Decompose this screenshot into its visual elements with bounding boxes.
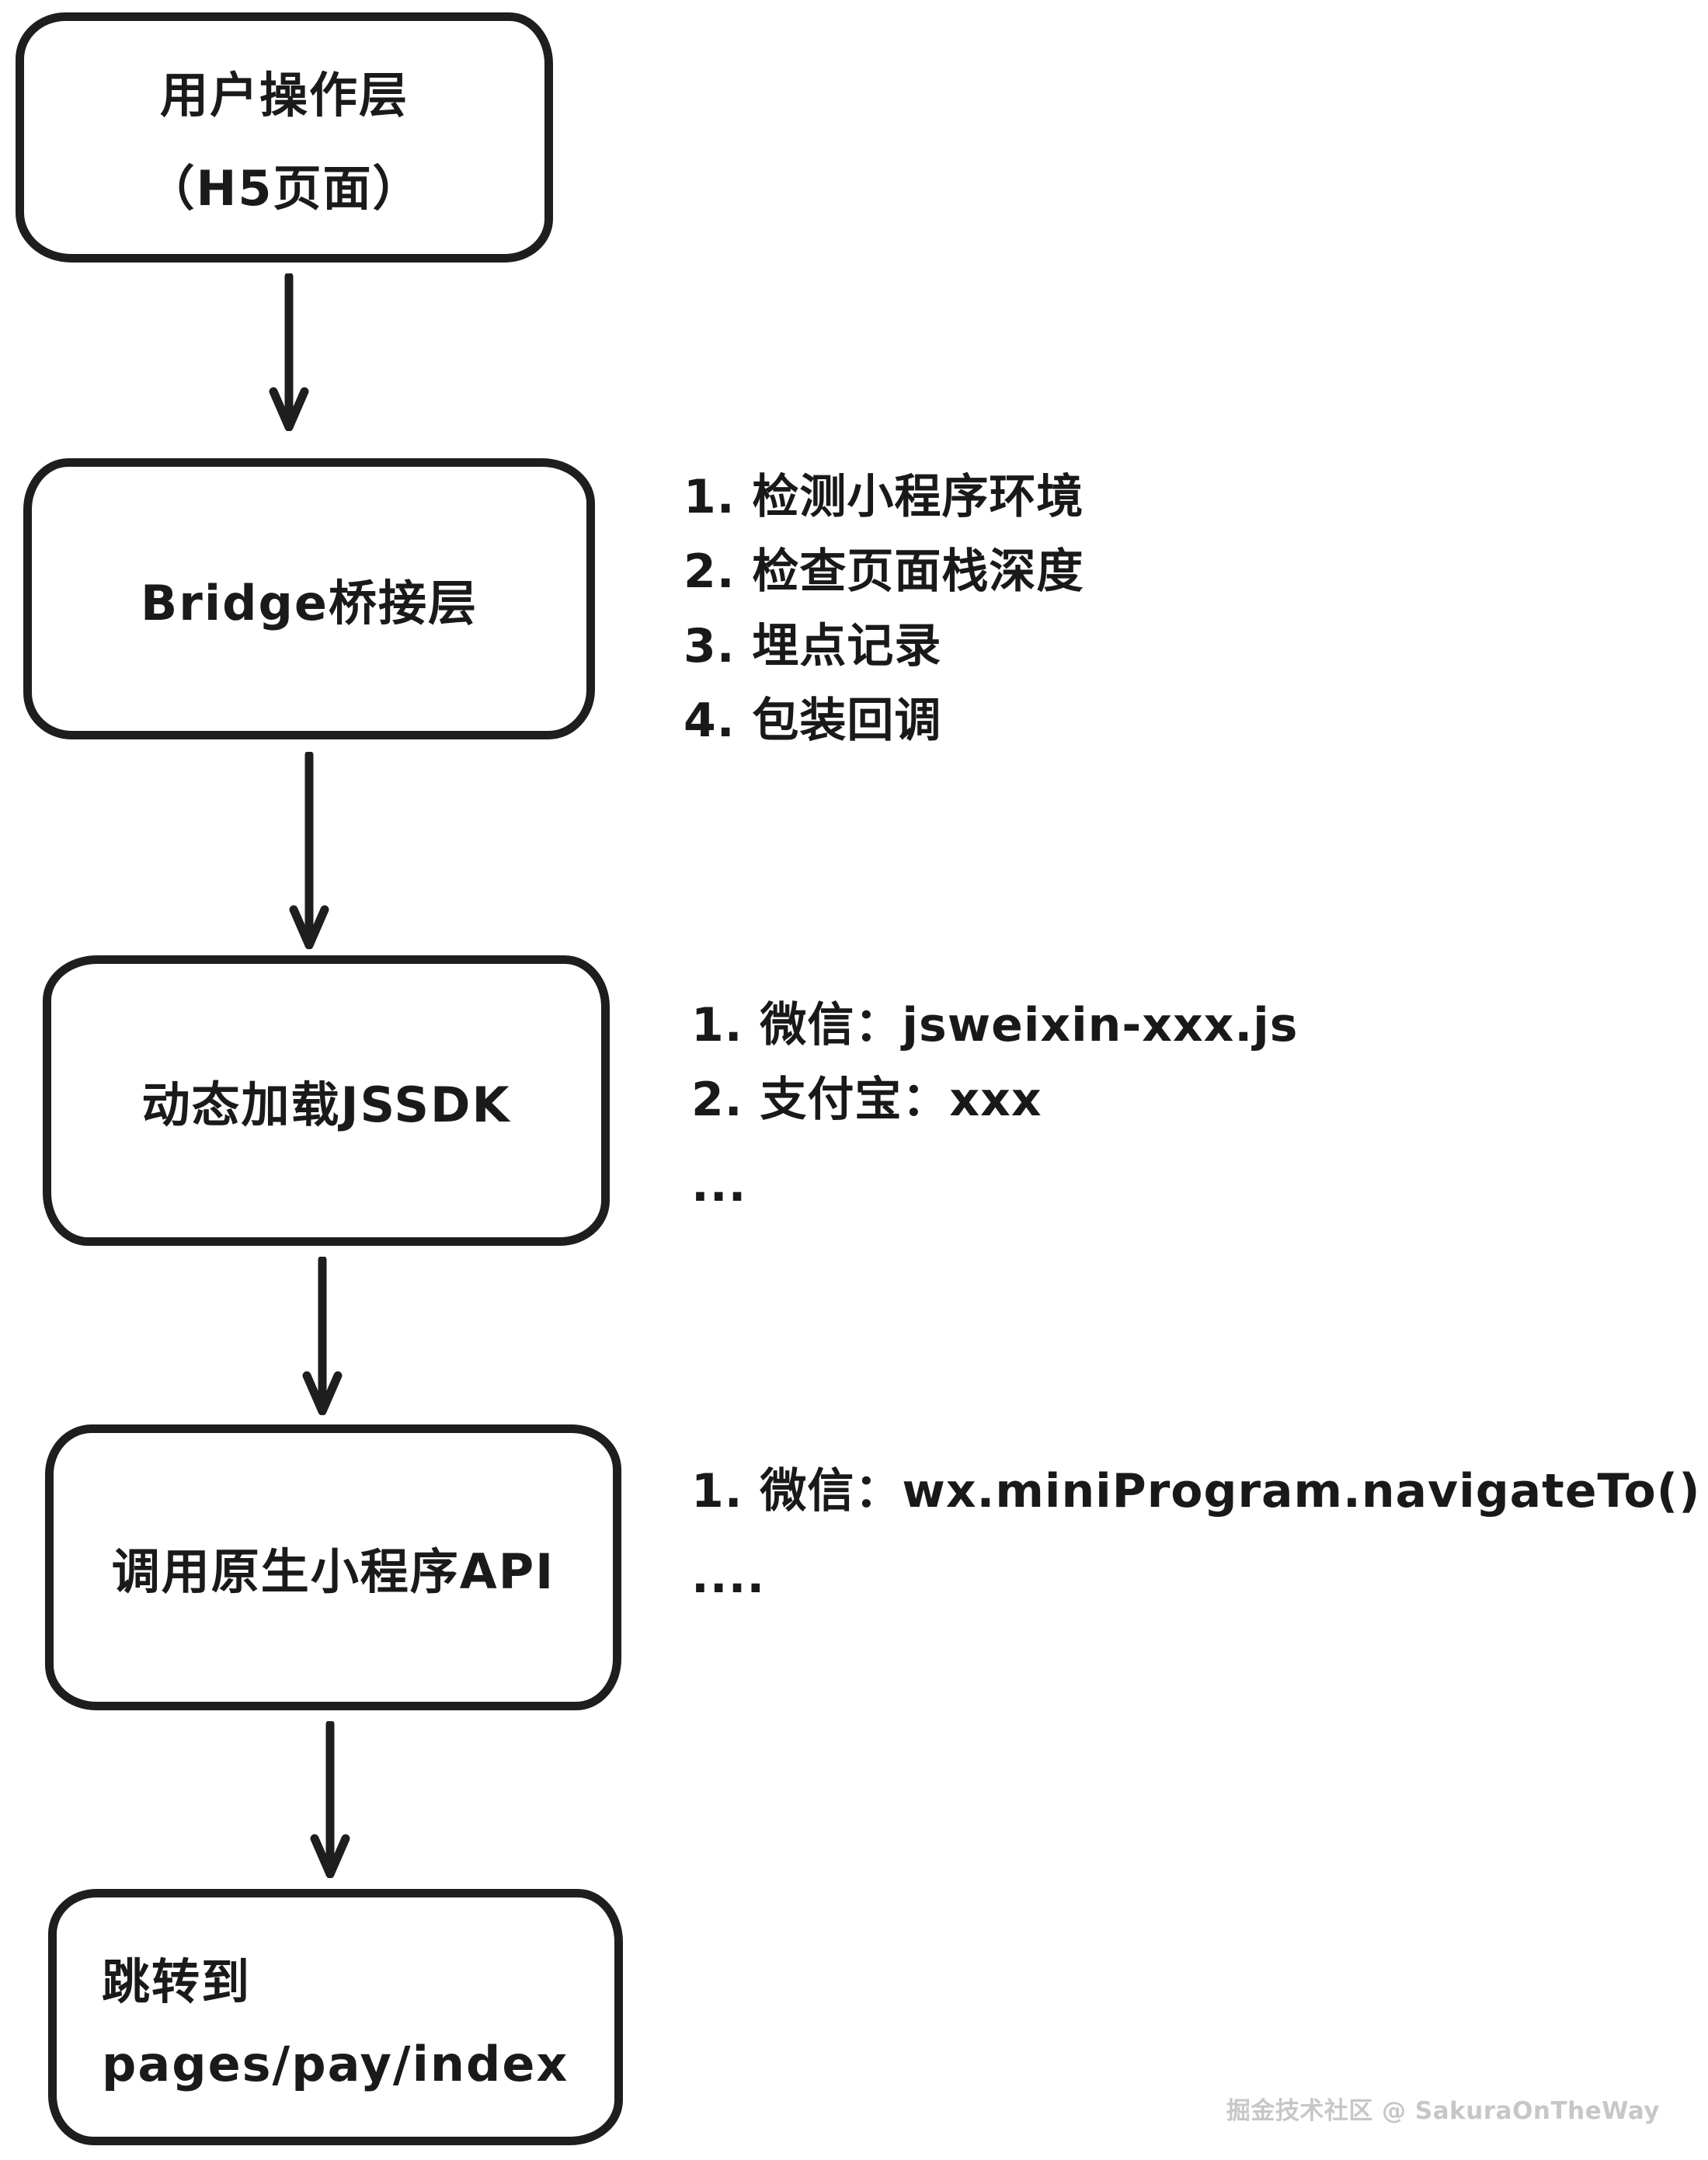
flow-arrow-3 (299, 1257, 346, 1415)
arrow-down-icon (302, 1257, 343, 1415)
node-jump-target-label-line2: pages/pay/index (102, 2035, 569, 2092)
node-jump-target: 跳转到 pages/pay/index (48, 1889, 623, 2145)
flow-arrow-2 (286, 752, 332, 949)
annotation-item: .... (691, 1550, 766, 1604)
node-load-jssdk-label: 动态加载JSSDK (141, 1077, 511, 1133)
arrow-down-icon (269, 273, 309, 431)
annotation-item: 2. 支付宝：xxx (691, 1073, 1042, 1127)
watermark: 掘金技术社区 @ SakuraOnTheWay (1226, 2097, 1660, 2125)
node-user-layer-label-line1: 用户操作层 (159, 67, 409, 123)
node-load-jssdk: 动态加载JSSDK (43, 955, 610, 1246)
node-call-native-api: 调用原生小程序API (45, 1424, 621, 1710)
node-user-layer: 用户操作层 （H5页面） (16, 12, 553, 263)
annotation-item: 3. 埋点记录 (684, 619, 942, 673)
flow-arrow-4 (307, 1721, 353, 1878)
node-call-native-api-label: 调用原生小程序API (111, 1543, 555, 1600)
node-jump-target-label-line1: 跳转到 (102, 1953, 252, 2010)
arrow-down-icon (310, 1721, 350, 1878)
annotation-load-jssdk: 1. 微信：jsweixin-xxx.js 2. 支付宝：xxx ... (691, 988, 1298, 1223)
annotation-item: 4. 包装回调 (684, 694, 942, 748)
annotation-item: ... (691, 1158, 747, 1212)
annotation-call-native-api: 1. 微信：wx.miniProgram.navigateTo() .... (691, 1454, 1701, 1614)
node-bridge-layer: Bridge桥接层 (23, 458, 595, 739)
node-user-layer-label-line2: （H5页面） (146, 160, 423, 217)
annotation-item: 1. 检测小程序环境 (684, 470, 1084, 524)
annotation-item: 1. 微信：jsweixin-xxx.js (691, 998, 1299, 1052)
node-bridge-layer-label: Bridge桥接层 (141, 575, 478, 631)
annotation-item: 2. 检查页面栈深度 (684, 544, 1084, 599)
annotation-bridge-layer: 1. 检测小程序环境 2. 检查页面栈深度 3. 埋点记录 4. 包装回调 (684, 460, 1084, 758)
annotation-item: 1. 微信：wx.miniProgram.navigateTo() (691, 1464, 1701, 1518)
arrow-down-icon (289, 752, 329, 949)
flow-arrow-1 (266, 273, 312, 431)
